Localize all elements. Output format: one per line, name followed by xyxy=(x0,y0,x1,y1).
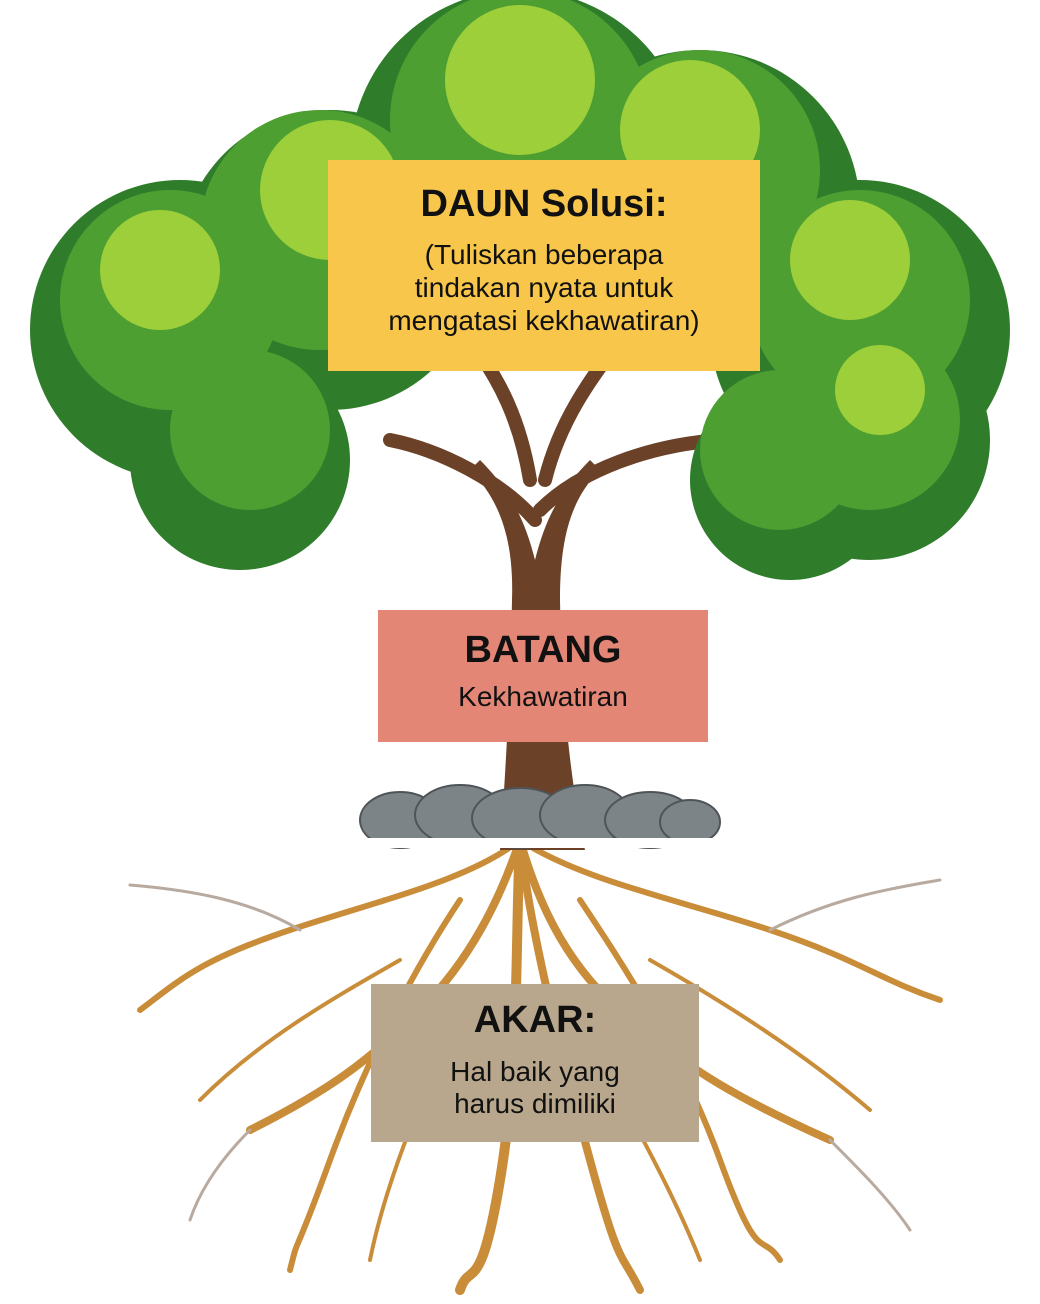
daun-description: (Tuliskan beberapa tindakan nyata untuk … xyxy=(328,238,760,337)
rock xyxy=(660,800,720,844)
ground-line xyxy=(360,838,720,848)
batang-title: BATANG xyxy=(378,628,708,672)
foliage-cluster xyxy=(790,200,910,320)
akar-label-box: AKAR: Hal baik yang harus dimiliki xyxy=(371,984,699,1142)
root-strand xyxy=(200,960,400,1100)
root-strand xyxy=(830,1140,910,1230)
branch xyxy=(390,440,535,520)
rocks-illustration xyxy=(360,785,720,848)
daun-title: DAUN Solusi: xyxy=(328,182,760,226)
foliage-cluster xyxy=(445,5,595,155)
batang-description: Kekhawatiran xyxy=(378,680,708,713)
trunk-illustration xyxy=(390,340,720,850)
root-strand xyxy=(190,1130,250,1220)
batang-label-box: BATANG Kekhawatiran xyxy=(378,610,708,742)
foliage-cluster xyxy=(100,210,220,330)
daun-label-box: DAUN Solusi: (Tuliskan beberapa tindakan… xyxy=(328,160,760,371)
akar-title: AKAR: xyxy=(371,998,699,1042)
akar-description: Hal baik yang harus dimiliki xyxy=(371,1056,699,1120)
foliage-cluster xyxy=(170,350,330,510)
root-strand xyxy=(130,885,300,930)
foliage-cluster xyxy=(835,345,925,435)
root-strand xyxy=(770,880,940,930)
